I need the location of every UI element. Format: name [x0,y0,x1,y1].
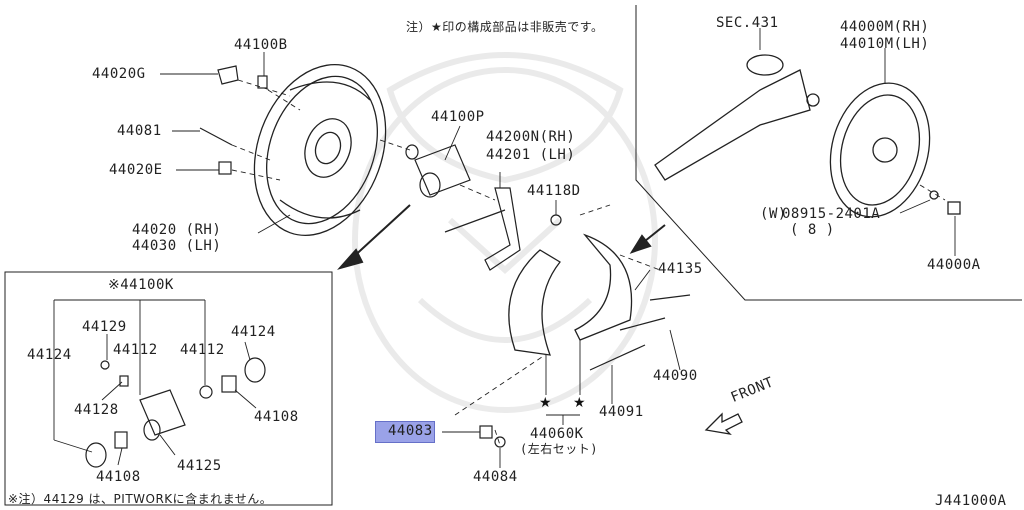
label-44084[interactable]: 44084 [473,469,518,485]
label-44083-highlighted: 4408 [388,423,424,439]
label-44090[interactable]: 44090 [653,368,698,384]
label-44083[interactable]: 44083 [388,424,433,439]
label-44000A[interactable]: 44000A [927,257,981,273]
hardware-left [199,65,268,175]
label-44081[interactable]: 44081 [117,123,162,139]
svg-text:★: ★ [573,395,586,411]
note-pitwork: ※注）44129 は、PITWORKに含まれません。 [8,492,273,506]
label-44125[interactable]: 44125 [177,458,222,474]
label-44108-right[interactable]: 44108 [254,409,299,425]
label-08915[interactable]: 08915-2401A [782,206,881,222]
wheel-cylinder [405,144,471,198]
label-44083-tail: 3 [423,423,433,439]
label-44124-right[interactable]: 44124 [231,324,276,340]
label-44100B[interactable]: 44100B [234,37,288,53]
label-44112-b[interactable]: 44112 [180,342,225,358]
drum-assembly [654,54,961,218]
label-44020E[interactable]: 44020E [109,162,163,178]
svg-text:★: ★ [539,395,552,411]
label-44201-lh[interactable]: 44201 (LH) [486,147,576,163]
label-44100K[interactable]: ※44100K [108,277,174,293]
springs [589,294,691,371]
label-44200N-rh[interactable]: 44200N(RH) [486,129,576,145]
label-08915-prefix: (W) [760,206,787,222]
label-44000M-rh[interactable]: 44000M(RH) [840,19,930,35]
label-44060K[interactable]: 44060K [530,426,584,442]
label-44129[interactable]: 44129 [82,319,127,335]
kit-inset-frame [4,271,333,506]
label-44020-rh[interactable]: 44020 (RH) [132,222,222,238]
label-44091[interactable]: 44091 [599,404,644,420]
assembly-inset-frame [635,5,1022,301]
label-44135[interactable]: 44135 [658,261,703,277]
bolt-44083 [479,425,506,448]
label-sec431[interactable]: SEC.431 [716,15,779,31]
direction-arrows [337,204,666,270]
label-44020G[interactable]: 44020G [92,66,146,82]
front-arrow [704,412,743,435]
dashed-lines [231,79,946,446]
label-44010M-lh[interactable]: 44010M(LH) [840,36,930,52]
star-markers: ★ ★ [539,395,586,411]
label-44118D[interactable]: 44118D [527,183,581,199]
label-44100P[interactable]: 44100P [431,109,485,125]
kit-parts [85,357,266,468]
highlight-44083 [375,421,435,443]
drawing-id: J441000A [935,493,1007,509]
note-non-sale: 注）★印の構成部品は非販売です。 [406,20,604,34]
leader-lines [53,28,956,468]
label-44112-a[interactable]: 44112 [113,342,158,358]
label-44060K-set: (左右セット) [520,442,598,456]
backing-plate [253,63,387,237]
watermark-emblem [352,52,658,413]
label-44124-left[interactable]: 44124 [27,347,72,363]
label-44108-bottom[interactable]: 44108 [96,469,141,485]
label-44030-lh[interactable]: 44030 (LH) [132,238,222,254]
label-08915-qty: ( 8 ) [790,222,835,238]
washer-mark: W [768,206,778,222]
label-44128[interactable]: 44128 [74,402,119,418]
